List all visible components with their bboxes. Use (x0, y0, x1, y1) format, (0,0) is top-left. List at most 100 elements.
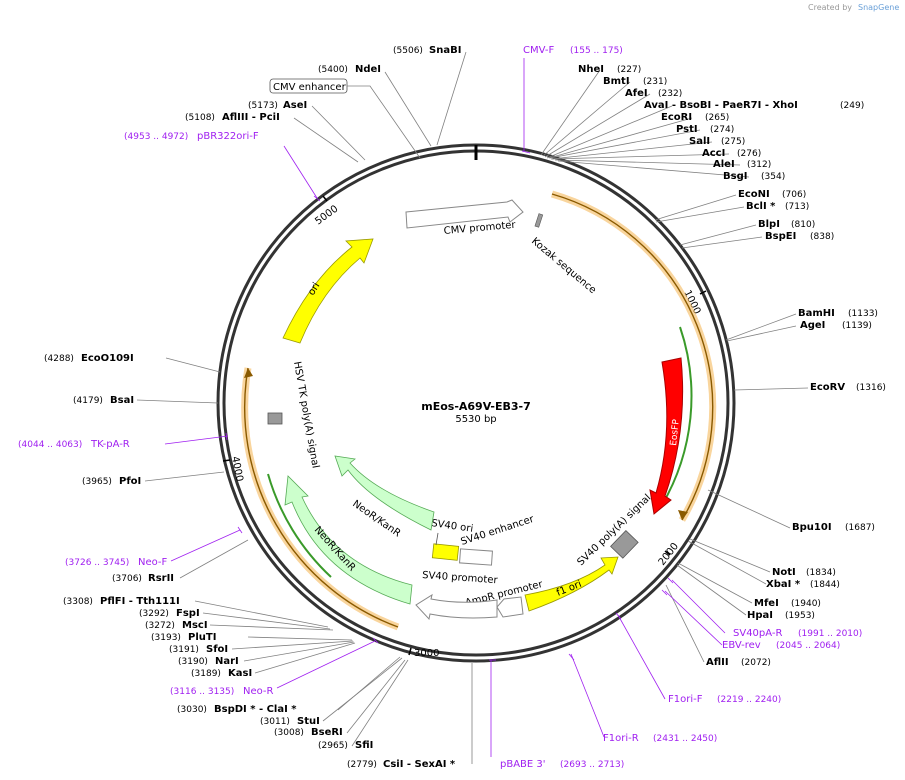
plasmid-name: mEos-A69V-EB3-7 (421, 400, 531, 413)
primer-name: Neo-F (138, 557, 168, 568)
site-pos: (1687) (845, 523, 875, 533)
f1-ori-label: f1 ori (555, 579, 583, 599)
primer-name: EBV-rev (722, 640, 761, 651)
site-name: BspEI (765, 231, 796, 242)
site-name: BclI * (746, 201, 776, 212)
sv40-polya-label: SV40 poly(A) signal (575, 492, 653, 568)
site-name: PflFI - Tth111I (100, 596, 180, 607)
site-name: AccI (702, 148, 725, 159)
site-name: EcoO109I (81, 353, 134, 364)
site-pos: (312) (747, 160, 771, 170)
primer-name: Neo-R (243, 686, 274, 697)
tick-3000 (408, 647, 412, 656)
site-pos: (3011) (260, 717, 290, 727)
site-pos: (5173) (248, 101, 278, 111)
leader-lines (136, 51, 809, 764)
site-pos: (4288) (44, 354, 74, 364)
site-pos: (3272) (145, 621, 175, 631)
site-name: RsrII (148, 573, 174, 584)
f1-ori-arrow (524, 556, 619, 612)
tick-label-3000: 3000 (414, 648, 439, 659)
neo-outer-label: NeoR/KanR (312, 525, 358, 574)
tick-5000 (322, 195, 328, 202)
hsv-tk-label: HSV TK poly(A) signal (291, 361, 321, 470)
site-pos: (354) (761, 172, 785, 182)
site-pos: (227) (617, 65, 641, 75)
primer-name: TK-pA-R (90, 439, 130, 450)
site-pos: (5400) (318, 65, 348, 75)
primer-pos: (2219 .. 2240) (717, 695, 781, 705)
site-pos: (1316) (856, 383, 886, 393)
credit-text: Created by (808, 3, 852, 12)
primer-name: CMV-F (523, 45, 554, 56)
sv40-ori-block (431, 543, 460, 561)
site-name: NheI (578, 64, 604, 75)
site-name: MfeI (754, 598, 779, 609)
site-name: BsaI (110, 395, 134, 406)
site-name: SnaBI (429, 45, 461, 56)
kozak-marker (534, 213, 544, 228)
site-pos: (1940) (791, 599, 821, 609)
site-pos: (3030) (177, 705, 207, 715)
orf-arrow-neo (244, 368, 253, 378)
tick-label-4000: 4000 (229, 455, 245, 482)
site-name: AvaI - BsoBI - PaeR7I - XhoI (644, 100, 798, 111)
sv40-enhancer-block (459, 548, 493, 566)
orf-arc-neo-line (243, 367, 399, 628)
hsv-tk-block (267, 412, 283, 425)
site-name: AseI (283, 100, 307, 111)
site-name: BspDI * - ClaI * (214, 704, 297, 715)
orf-green-eosfp (661, 326, 693, 506)
site-name: FspI (176, 608, 200, 619)
site-pos: (265) (705, 113, 729, 123)
sv40-promoter-arrow (415, 593, 498, 621)
site-pos: (274) (710, 125, 734, 135)
site-pos: (810) (791, 220, 815, 230)
snapgene-logo-text: SnapGene (858, 3, 899, 12)
site-pos: (249) (840, 101, 864, 111)
site-pos: (2779) (347, 760, 377, 770)
site-name: AflII (706, 657, 729, 668)
site-pos: (5506) (393, 46, 423, 56)
site-pos: (3193) (151, 633, 181, 643)
site-pos: (3189) (191, 669, 221, 679)
site-name: SfiI (355, 740, 373, 751)
site-name: BseRI (311, 727, 343, 738)
ori-arrow (282, 238, 374, 344)
primer-pos: (2431 .. 2450) (653, 734, 717, 744)
site-pos: (275) (721, 137, 745, 147)
site-pos: (838) (810, 232, 834, 242)
site-name: NotI (772, 567, 796, 578)
primer-name: pBR322ori-F (197, 131, 259, 142)
site-name: Bpu10I (792, 522, 832, 533)
site-name: PstI (676, 124, 698, 135)
site-pos: (3292) (139, 609, 169, 619)
primer-name: SV40pA-R (733, 628, 782, 639)
sv40-ori-leader (435, 532, 439, 546)
site-name: HpaI (747, 610, 773, 621)
primer-pos: (155 .. 175) (570, 46, 623, 56)
neo-outer-arrow (284, 475, 413, 605)
site-name: EcoNI (738, 189, 770, 200)
site-name: EcoRI (661, 112, 692, 123)
site-pos: (276) (737, 149, 761, 159)
primer-pos: (4953 .. 4972) (124, 132, 188, 142)
site-name: KasI (228, 668, 252, 679)
site-pos: (706) (782, 190, 806, 200)
site-pos: (3190) (178, 657, 208, 667)
site-pos: (2965) (318, 741, 348, 751)
primer-pos: (1991 .. 2010) (798, 629, 862, 639)
site-pos: (2072) (741, 658, 771, 668)
cmv-enhancer-leader (347, 85, 421, 159)
kozak-label: Kozak sequence (529, 236, 598, 296)
neo-inner-arrow (334, 455, 435, 531)
site-name: AgeI (800, 320, 825, 331)
primer-name: F1ori-F (668, 694, 703, 705)
orf-arc-eosfp-line (551, 193, 714, 521)
site-pos: (1844) (810, 580, 840, 590)
ampr-promoter-arrow (496, 596, 524, 618)
site-name: NarI (215, 656, 239, 667)
site-pos: (1834) (806, 568, 836, 578)
primer-name: F1ori-R (603, 733, 639, 744)
